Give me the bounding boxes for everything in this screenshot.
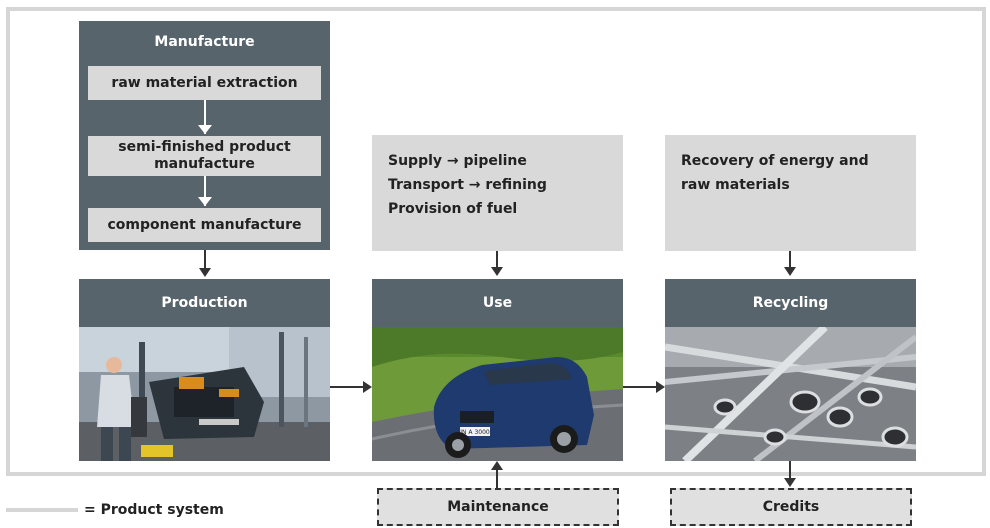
arrow-use-inputs-line xyxy=(496,251,498,269)
use-inputs-box: Supply → pipeline Transport → refining P… xyxy=(372,135,623,251)
manufacture-block: Manufacture raw material extraction semi… xyxy=(79,21,330,250)
use-input-line: Provision of fuel xyxy=(388,201,518,217)
arrow-production-use-line xyxy=(330,386,364,388)
arrow-recycling-inputs-head xyxy=(784,267,796,276)
arrow-use-recycling-line xyxy=(623,386,657,388)
raw-material-extraction-box: raw material extraction xyxy=(88,66,321,100)
arrow-manufacture-production-head xyxy=(199,268,211,277)
arrow-recycling-inputs-line xyxy=(789,251,791,269)
arrow-maintenance-line xyxy=(496,468,498,488)
arrow-manufacture-production-line xyxy=(204,250,206,270)
arrow-use-inputs-head xyxy=(491,267,503,276)
use-input-line: Transport → refining xyxy=(388,177,547,193)
recycling-scrap-photo xyxy=(665,327,916,461)
semi-finished-manufacture-box: semi-finished product manufacture xyxy=(88,136,321,176)
legend-product-system-label: = Product system xyxy=(84,502,224,518)
recycling-inputs-box: Recovery of energy and raw materials xyxy=(665,135,916,251)
manufacture-arrow-1-line xyxy=(204,100,206,134)
manufacture-arrow-1-head xyxy=(198,125,212,134)
recycling-input-text: Recovery of energy and raw materials xyxy=(681,153,869,193)
manufacture-arrow-2-line xyxy=(204,176,206,206)
use-car-photo: IN A 3000 xyxy=(372,327,623,461)
production-header: Production xyxy=(79,279,330,327)
use-input-line: Supply → pipeline xyxy=(388,153,527,169)
use-header: Use xyxy=(372,279,623,327)
production-photo xyxy=(79,327,330,461)
arrow-credits-line xyxy=(789,461,791,479)
maintenance-box: Maintenance xyxy=(377,488,619,526)
manufacture-title: Manufacture xyxy=(154,34,255,50)
arrow-maintenance-head xyxy=(491,461,503,470)
arrow-use-recycling-head xyxy=(656,381,665,393)
arrow-production-use-head xyxy=(363,381,372,393)
component-manufacture-box: component manufacture xyxy=(88,208,321,242)
car-license-plate: IN A 3000 xyxy=(460,429,490,436)
manufacture-arrow-2-head xyxy=(198,197,212,206)
credits-box: Credits xyxy=(670,488,912,526)
arrow-credits-head xyxy=(784,478,796,487)
recycling-header: Recycling xyxy=(665,279,916,327)
legend-product-system-swatch xyxy=(6,508,78,512)
